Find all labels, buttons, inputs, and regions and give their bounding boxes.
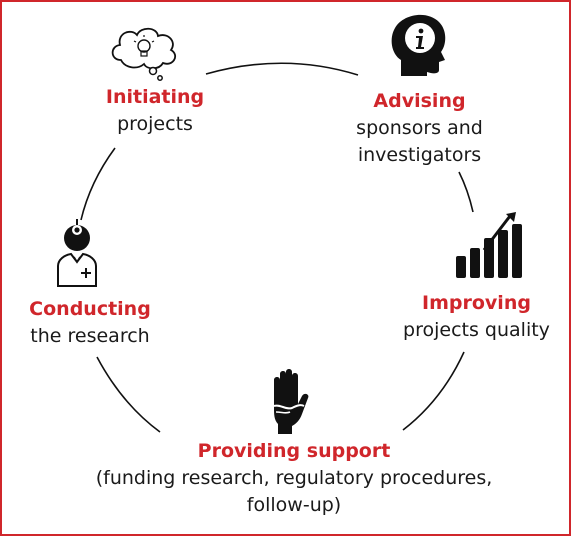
node-advising-desc-line1: sponsors and [356, 117, 483, 139]
node-conducting-title: Conducting [29, 298, 151, 320]
node-conducting-desc: the research [30, 325, 150, 347]
node-initiating: Initiating projects [90, 84, 220, 138]
arc-improving-providing [402, 351, 465, 431]
arc-conducting-providing [96, 356, 161, 433]
node-initiating-title: Initiating [105, 86, 205, 108]
node-providing-title: Providing support [197, 440, 391, 462]
node-providing-desc-line1: (funding research, regulatory procedures… [95, 467, 493, 489]
node-advising-title: Advising [373, 90, 466, 112]
node-improving: Improving projects quality [394, 290, 559, 344]
head-info-icon [391, 14, 446, 77]
helping-hand-icon [273, 369, 309, 434]
node-improving-desc: projects quality [403, 319, 550, 341]
node-conducting: Conducting the research [20, 296, 160, 350]
node-providing: Providing support (funding research, reg… [72, 438, 516, 519]
node-advising: Advising sponsors and investigators [342, 88, 497, 169]
node-initiating-desc: projects [117, 113, 193, 135]
node-providing-desc-line2: follow-up) [246, 494, 342, 516]
bar-chart-growth-icon [456, 212, 522, 278]
node-improving-title: Improving [422, 292, 531, 314]
node-advising-desc-line2: investigators [357, 144, 482, 166]
lightbulb-thought-icon [111, 27, 176, 81]
doctor-icon [57, 219, 97, 287]
arc-advising-improving [458, 171, 474, 213]
arc-initiating-conducting [80, 147, 116, 221]
arc-initiating-advising [205, 62, 359, 76]
